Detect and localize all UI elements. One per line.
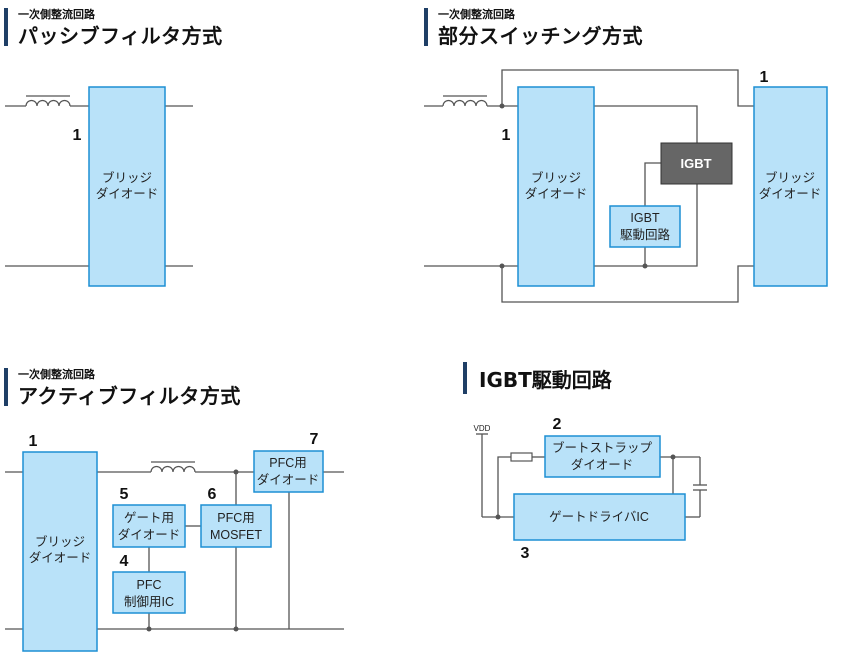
bridge-diode-number: 1 — [29, 433, 38, 450]
bootstrap-diode-label-1: ブートストラップ — [552, 440, 653, 455]
wire — [501, 69, 754, 107]
section-subtitle: 一次側整流回路 — [438, 8, 515, 21]
section-subtitle: 一次側整流回路 — [18, 368, 95, 381]
inductor-icon — [150, 465, 196, 473]
igbt-drive-circuit: VDD ブートストラップ ダイオード 2 ゲートドライバIC 3 — [474, 416, 707, 562]
gate-driver-ic-number: 3 — [521, 545, 530, 562]
inductor-icon — [25, 99, 71, 107]
pfc-mosfet-label-1: PFC用 — [217, 511, 255, 525]
gate-driver-ic-label: ゲートドライバIC — [549, 510, 649, 524]
pfc-mosfet-label-2: MOSFET — [210, 528, 262, 542]
bootstrap-diode-label-2: ダイオード — [571, 457, 634, 472]
wire — [497, 456, 511, 517]
pfc-control-ic-box — [112, 571, 186, 614]
igbt-driver-box — [609, 205, 681, 248]
pfc-control-ic-number: 4 — [120, 553, 129, 570]
wire — [594, 105, 698, 143]
igbt-box — [660, 142, 733, 185]
header-accent-bar — [463, 362, 467, 394]
header-accent-bar — [4, 8, 8, 46]
section-title: パッシブフィルタ方式 — [18, 24, 223, 48]
bridge-diode-label-1: ブリッジ — [531, 170, 581, 185]
partial-circuit: ブリッジ ダイオード 1 IGBT IGBT 駆動回路 ブリッジ ダイオード 1 — [424, 69, 828, 303]
section-title: IGBT駆動回路 — [479, 368, 612, 392]
bridge-diode-label-1: ブリッジ — [35, 534, 85, 549]
bridge-diode-label-1: ブリッジ — [102, 170, 152, 185]
bridge-diode-number: 1 — [502, 127, 511, 144]
bridge-diode-box — [88, 86, 166, 287]
junction-dot — [233, 469, 239, 475]
gate-diode-number: 5 — [120, 486, 129, 503]
bridge-diode-label-1: ブリッジ — [765, 170, 815, 185]
junction-dot — [233, 626, 239, 632]
resistor-icon — [510, 452, 533, 462]
section-title: アクティブフィルタ方式 — [18, 384, 241, 408]
wire — [644, 162, 661, 206]
junction-dot — [146, 626, 152, 632]
bridge-diode-label-2: ダイオード — [29, 550, 92, 565]
inductor-icon — [442, 99, 488, 107]
junction-dot — [499, 263, 505, 269]
bridge-diode-box — [517, 86, 595, 287]
wire — [594, 184, 698, 267]
pfc-mosfet-number: 6 — [208, 486, 217, 503]
bridge-diode-label-2: ダイオード — [759, 186, 822, 201]
pfc-diode-label-2: ダイオード — [257, 472, 320, 487]
bridge-diode-number: 1 — [73, 127, 82, 144]
wire — [501, 265, 754, 303]
section-subtitle: 一次側整流回路 — [18, 8, 95, 21]
active-circuit: ブリッジ ダイオード 1 ゲート用 ダイオード 5 PFC用 MOSFET 6 … — [5, 431, 344, 652]
bridge-diode-number: 1 — [760, 69, 769, 86]
igbt-label: IGBT — [680, 156, 711, 171]
pfc-diode-label-1: PFC用 — [269, 456, 307, 470]
pfc-diode-box — [253, 450, 324, 493]
bridge-diode-box-2 — [753, 86, 828, 287]
junction-dot — [499, 103, 505, 109]
junction-dot — [670, 454, 676, 460]
header-accent-bar — [4, 368, 8, 406]
pfc-diode-number: 7 — [310, 431, 319, 448]
gate-diode-box — [112, 504, 186, 548]
section-title: 部分スイッチング方式 — [438, 24, 643, 48]
bridge-diode-box — [22, 451, 98, 652]
gate-diode-label-2: ダイオード — [118, 527, 181, 542]
gate-driver-ic-box — [513, 493, 686, 541]
bootstrap-diode-box — [544, 435, 661, 478]
vdd-label: VDD — [474, 424, 491, 433]
igbt-driver-label-1: IGBT — [630, 211, 660, 225]
gate-diode-label-1: ゲート用 — [124, 511, 174, 525]
header-accent-bar — [424, 8, 428, 46]
passive-circuit: ブリッジ ダイオード 1 — [5, 86, 193, 287]
pfc-mosfet-box — [200, 504, 272, 548]
igbt-driver-label-2: 駆動回路 — [620, 227, 671, 242]
bootstrap-diode-number: 2 — [553, 416, 562, 433]
junction-dot — [642, 263, 648, 269]
bridge-diode-label-2: ダイオード — [96, 186, 159, 201]
pfc-control-ic-label-1: PFC — [137, 578, 162, 592]
pfc-control-ic-label-2: 制御用IC — [124, 594, 174, 609]
bridge-diode-label-2: ダイオード — [525, 186, 588, 201]
